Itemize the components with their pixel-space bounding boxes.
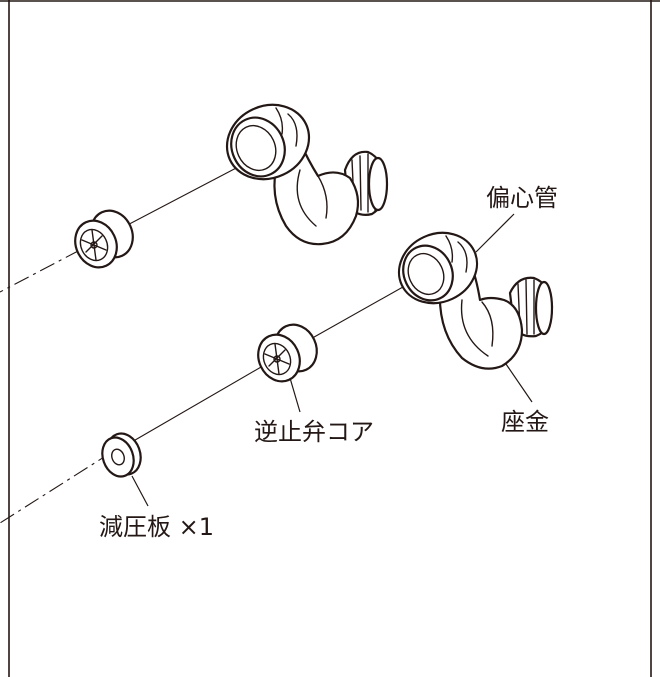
label-pressure-reducing-plate: 減圧板 ×1 [99, 513, 215, 541]
lower-check-valve-core [257, 323, 318, 383]
label-check-valve-core: 逆止弁コア [254, 418, 374, 446]
lower-eccentric-pipe [397, 231, 554, 370]
upper-eccentric-pipe [225, 103, 389, 246]
label-washer: 座金 [501, 408, 549, 436]
upper-check-valve-core [74, 209, 134, 269]
label-eccentric-pipe: 偏心管 [486, 184, 558, 212]
lower-assembly-axis [0, 282, 411, 524]
leader-lines [131, 213, 533, 507]
pressure-reducing-plate [101, 432, 142, 478]
